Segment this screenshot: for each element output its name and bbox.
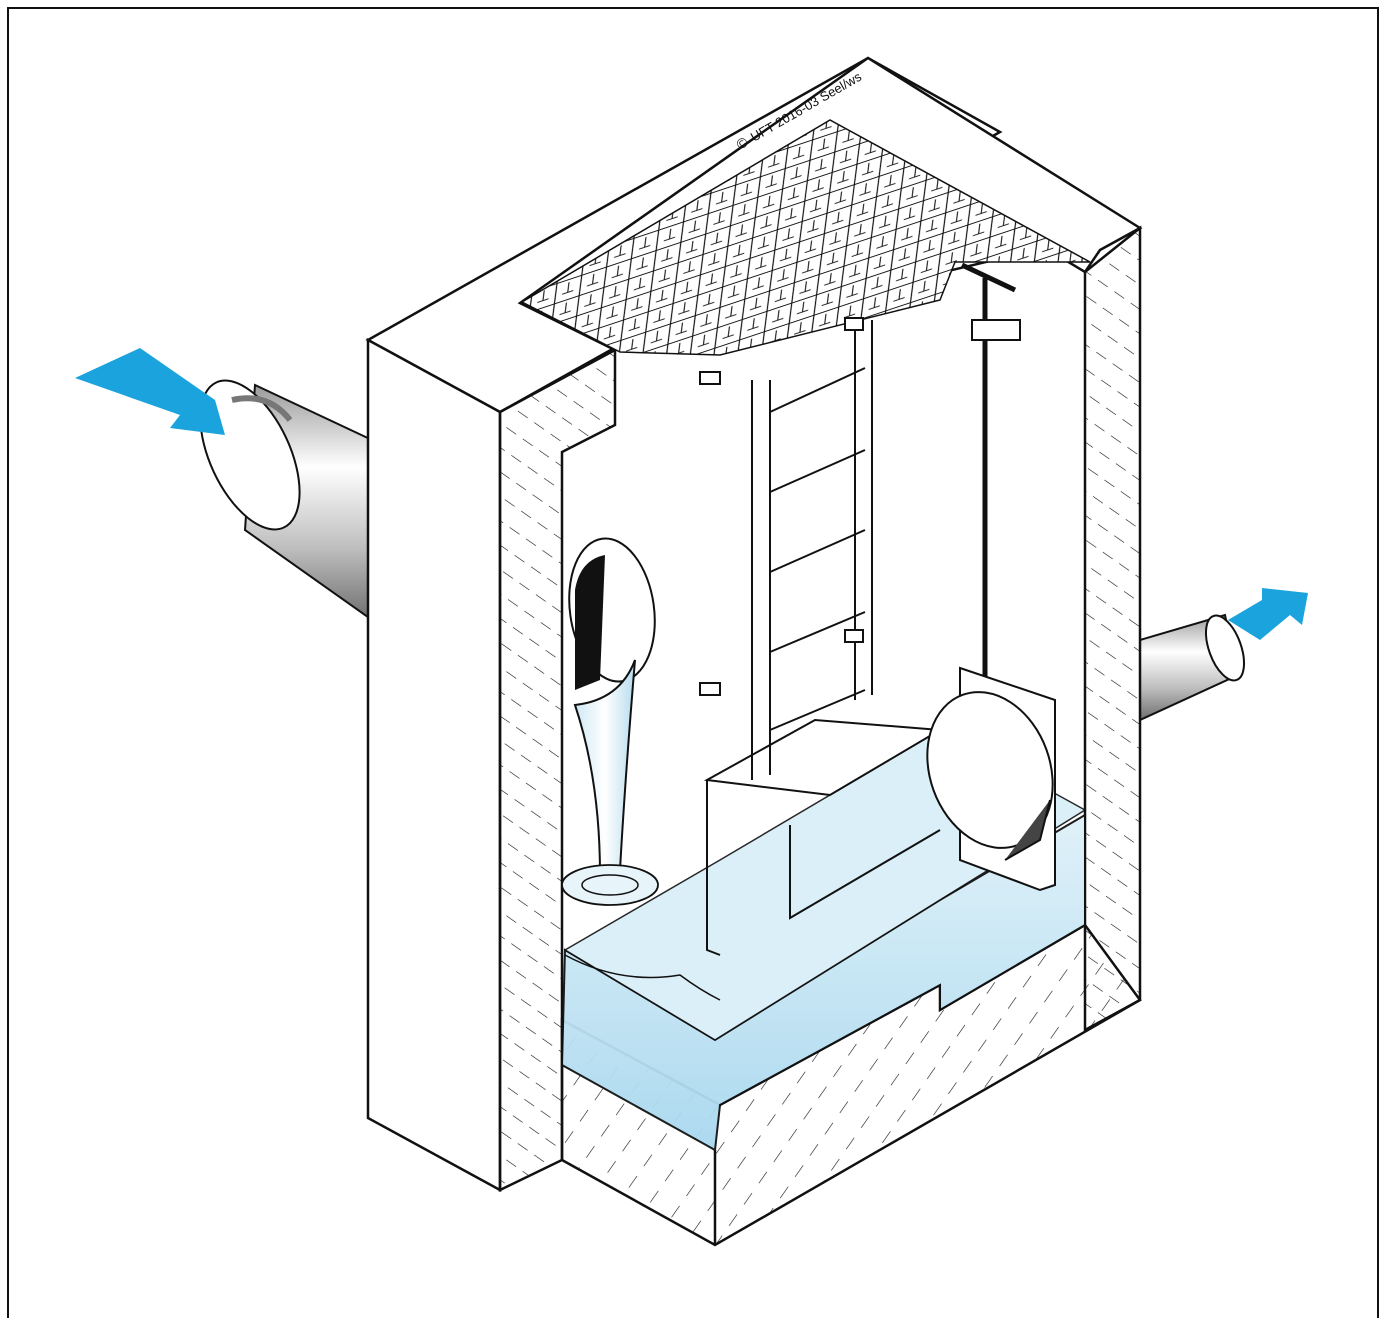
- inlet-stream: [561, 537, 659, 906]
- flap-gate: [926, 666, 1056, 892]
- valve-spindle: [960, 262, 1021, 710]
- outlet-pipe: [1139, 613, 1246, 722]
- figure-border: [7, 7, 1379, 1318]
- right-wall: [1083, 225, 1142, 1033]
- inflow-arrow-icon: [75, 348, 225, 435]
- inlet-pipe: [199, 379, 373, 622]
- grating: [520, 119, 1091, 356]
- outflow-arrow-icon: [1228, 588, 1308, 640]
- ladder: [699, 317, 873, 780]
- top-slab: [517, 56, 1143, 356]
